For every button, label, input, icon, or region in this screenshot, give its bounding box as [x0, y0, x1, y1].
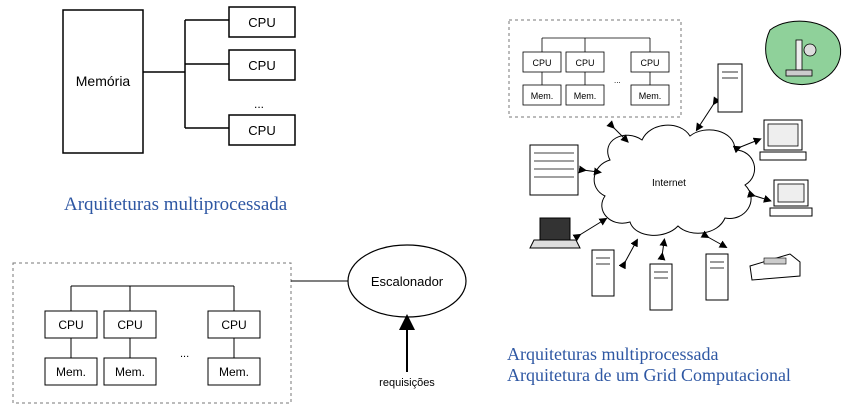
- grid-ellipsis: ...: [614, 76, 621, 85]
- cluster-mem-2: [103, 357, 157, 386]
- internet-label: Internet: [652, 178, 686, 189]
- server-icon: [591, 249, 615, 297]
- grid-mem-2: [565, 84, 605, 106]
- cluster-cpu-1: [44, 310, 98, 339]
- grid-mem-label-1: Mem.: [531, 91, 554, 101]
- cpu-label-1: CPU: [248, 15, 275, 30]
- memory-label: Memória: [76, 73, 131, 89]
- server-icon: [529, 144, 579, 196]
- cpu-label-3: CPU: [248, 123, 275, 138]
- caption-multiprocessor: Arquiteturas multiprocessada: [64, 194, 288, 215]
- cluster-mem-label-2: Mem.: [115, 365, 145, 379]
- cluster-cpu-label-1: CPU: [58, 318, 83, 332]
- grid-mem-1: [522, 84, 562, 106]
- cluster-mem-label-1: Mem.: [56, 365, 86, 379]
- cluster-cpu-label-3: CPU: [221, 318, 246, 332]
- grid-mem-label-2: Mem.: [574, 91, 597, 101]
- memory-box: [62, 9, 144, 154]
- grid-diagram: CPU CPU CPU Mem. Mem. Mem. ... Internet: [508, 19, 842, 311]
- cluster-cpu-label-2: CPU: [117, 318, 142, 332]
- cluster-cpu-2: [103, 310, 157, 339]
- monitor-icon: [759, 119, 807, 161]
- cluster-mem-1: [44, 357, 98, 386]
- cpu-box-2: [228, 49, 296, 81]
- cluster-ellipsis: ...: [180, 348, 189, 360]
- cluster-mem-3: [207, 357, 261, 386]
- cluster-mem-label-3: Mem.: [219, 365, 249, 379]
- grid-connection-arrows: [572, 96, 772, 270]
- server-icon: [649, 263, 673, 311]
- scheduler-label: Escalonador: [371, 274, 444, 289]
- monitor-icon: [769, 179, 813, 217]
- grid-mem-3: [630, 84, 670, 106]
- cpu-box-1: [228, 6, 296, 38]
- shared-memory-diagram: Memória CPU CPU ... CPU: [62, 6, 296, 154]
- grid-cluster-dashed-border: [508, 19, 682, 118]
- cpu-label-2: CPU: [248, 58, 275, 73]
- caption-grid-line-1: Arquiteturas multiprocessada: [507, 344, 719, 364]
- server-icon: [705, 253, 729, 301]
- grid-cpu-label-1: CPU: [532, 58, 551, 68]
- grid-cpu-label-2: CPU: [575, 58, 594, 68]
- microscope-icon: [765, 20, 842, 86]
- cpu-box-3: [228, 114, 296, 146]
- printer-icon: [749, 253, 801, 281]
- cluster-cpu-3: [207, 310, 261, 339]
- grid-cpu-label-3: CPU: [640, 58, 659, 68]
- requests-label: requisições: [379, 377, 435, 389]
- cluster-diagram: CPU CPU CPU Mem. Mem. Mem. ... Escalonad…: [12, 244, 467, 404]
- caption-grid-line-2: Arquitetura de um Grid Computacional: [507, 365, 791, 385]
- cluster-dashed-border: [12, 262, 292, 404]
- laptop-icon: [529, 217, 581, 249]
- caption-grid: Arquiteturas multiprocessada Arquitetura…: [507, 344, 791, 386]
- cpu-ellipsis: ...: [254, 97, 264, 111]
- grid-mem-label-3: Mem.: [639, 91, 662, 101]
- server-icon: [717, 63, 743, 113]
